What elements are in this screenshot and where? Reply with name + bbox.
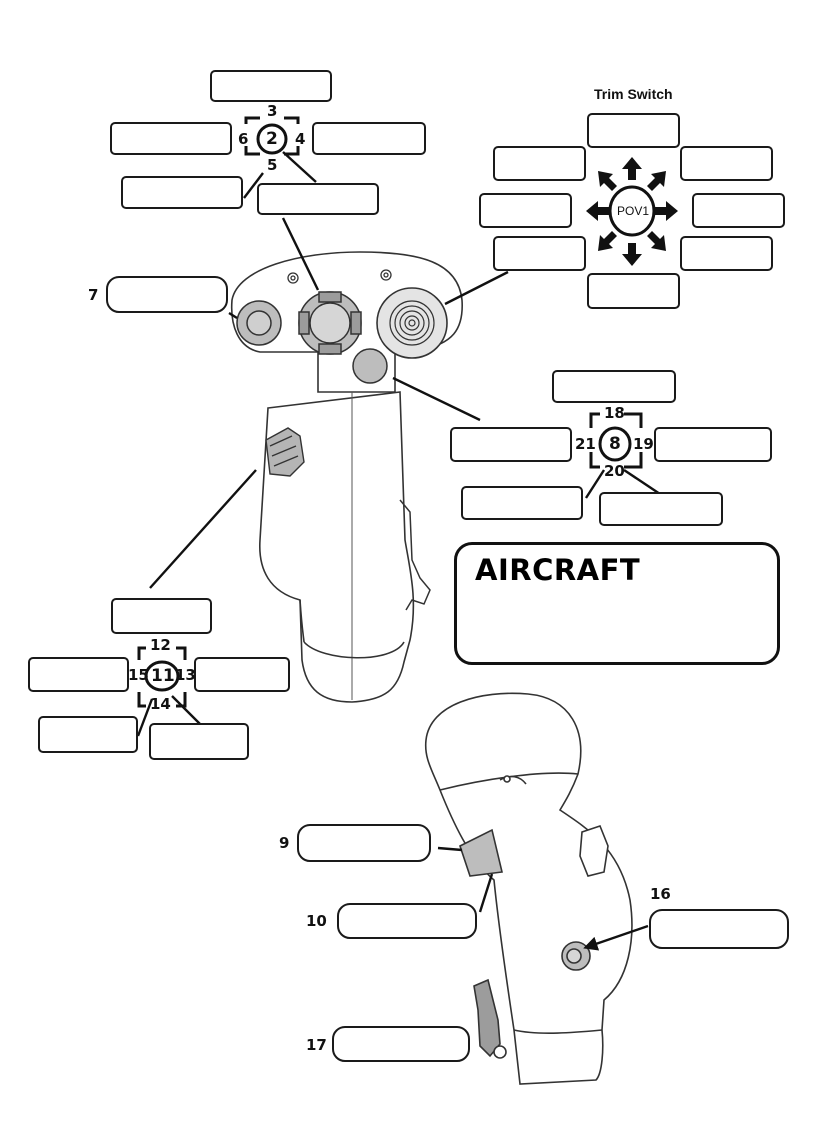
hat-3-down-number: 14 [150,695,171,713]
pov-rosette [586,157,678,266]
trim-up-box [587,113,680,148]
hat-3-right-number: 13 [175,666,196,684]
button-9-box [297,824,431,862]
trim-switch-title: Trim Switch [594,86,673,102]
hat-3-left-box [28,657,129,692]
pov-label: POV1 [617,204,650,218]
hat-2-down-number: 20 [604,462,625,480]
hat-1-down-left-box [121,176,243,209]
button-7-number: 7 [88,286,99,304]
button-7-graphic [236,300,282,346]
button-9-number: 9 [279,834,290,852]
hat-2-down-left-box [461,486,583,520]
aircraft-title: AIRCRAFT [475,553,641,587]
hat-3-left-number: 15 [128,666,149,684]
hat-2-bracket [589,412,643,469]
trim-down-left-box [493,236,586,271]
trim-left-box [479,193,572,228]
hat-1-down-right-box [257,183,379,215]
hat-2-right-number: 19 [633,435,654,453]
hat-3-graphic [265,427,305,477]
button-16-box [649,909,789,949]
trim-right-box [692,193,785,228]
hat-1-graphic [298,291,362,355]
button-10-number: 10 [306,912,327,930]
trim-switch-graphic [376,287,448,359]
hat-3-up-box [111,598,212,634]
button-17-number: 17 [306,1036,327,1054]
hat-2-down-right-box [599,492,723,526]
hat-2-right-box [654,427,772,462]
hat-1-up-box [210,70,332,102]
hat-1-right-number: 4 [295,130,306,148]
leader-lines [136,151,661,737]
hat-1-bracket [244,116,300,156]
hat-2-graphic [352,348,388,384]
button-7-box [106,276,228,313]
hat-1-right-box [312,122,426,155]
hat-2-left-box [450,427,572,462]
button-16-number: 16 [650,885,671,903]
hat-2-up-box [552,370,676,403]
hat-1-up-number: 3 [267,102,278,120]
hat-3-bracket [137,646,187,708]
trim-down-box [587,273,680,309]
side-leader-lines [437,846,649,951]
hat-1-left-number: 6 [238,130,249,148]
hat-1-center-number: 2 [266,129,278,149]
stick-side-view [424,692,633,1085]
button-10-box [337,903,477,939]
button-17-box [332,1026,470,1062]
hat-3-center-number: 11 [151,666,175,686]
hat-3-right-box [194,657,290,692]
hat-1-left-box [110,122,232,155]
hat-3-up-number: 12 [150,636,171,654]
hat-3-down-left-box [38,716,138,753]
hat-2-up-number: 18 [604,404,625,422]
head-screws [287,269,392,284]
trim-down-right-box [680,236,773,271]
aircraft-notes-box: AIRCRAFT [454,542,780,665]
trim-up-left-box [493,146,586,181]
hat-2-center-number: 8 [609,434,621,454]
trim-up-right-box [680,146,773,181]
hat-1-down-number: 5 [267,156,278,174]
hat-3-down-right-box [149,723,249,760]
hat-2-left-number: 21 [575,435,596,453]
